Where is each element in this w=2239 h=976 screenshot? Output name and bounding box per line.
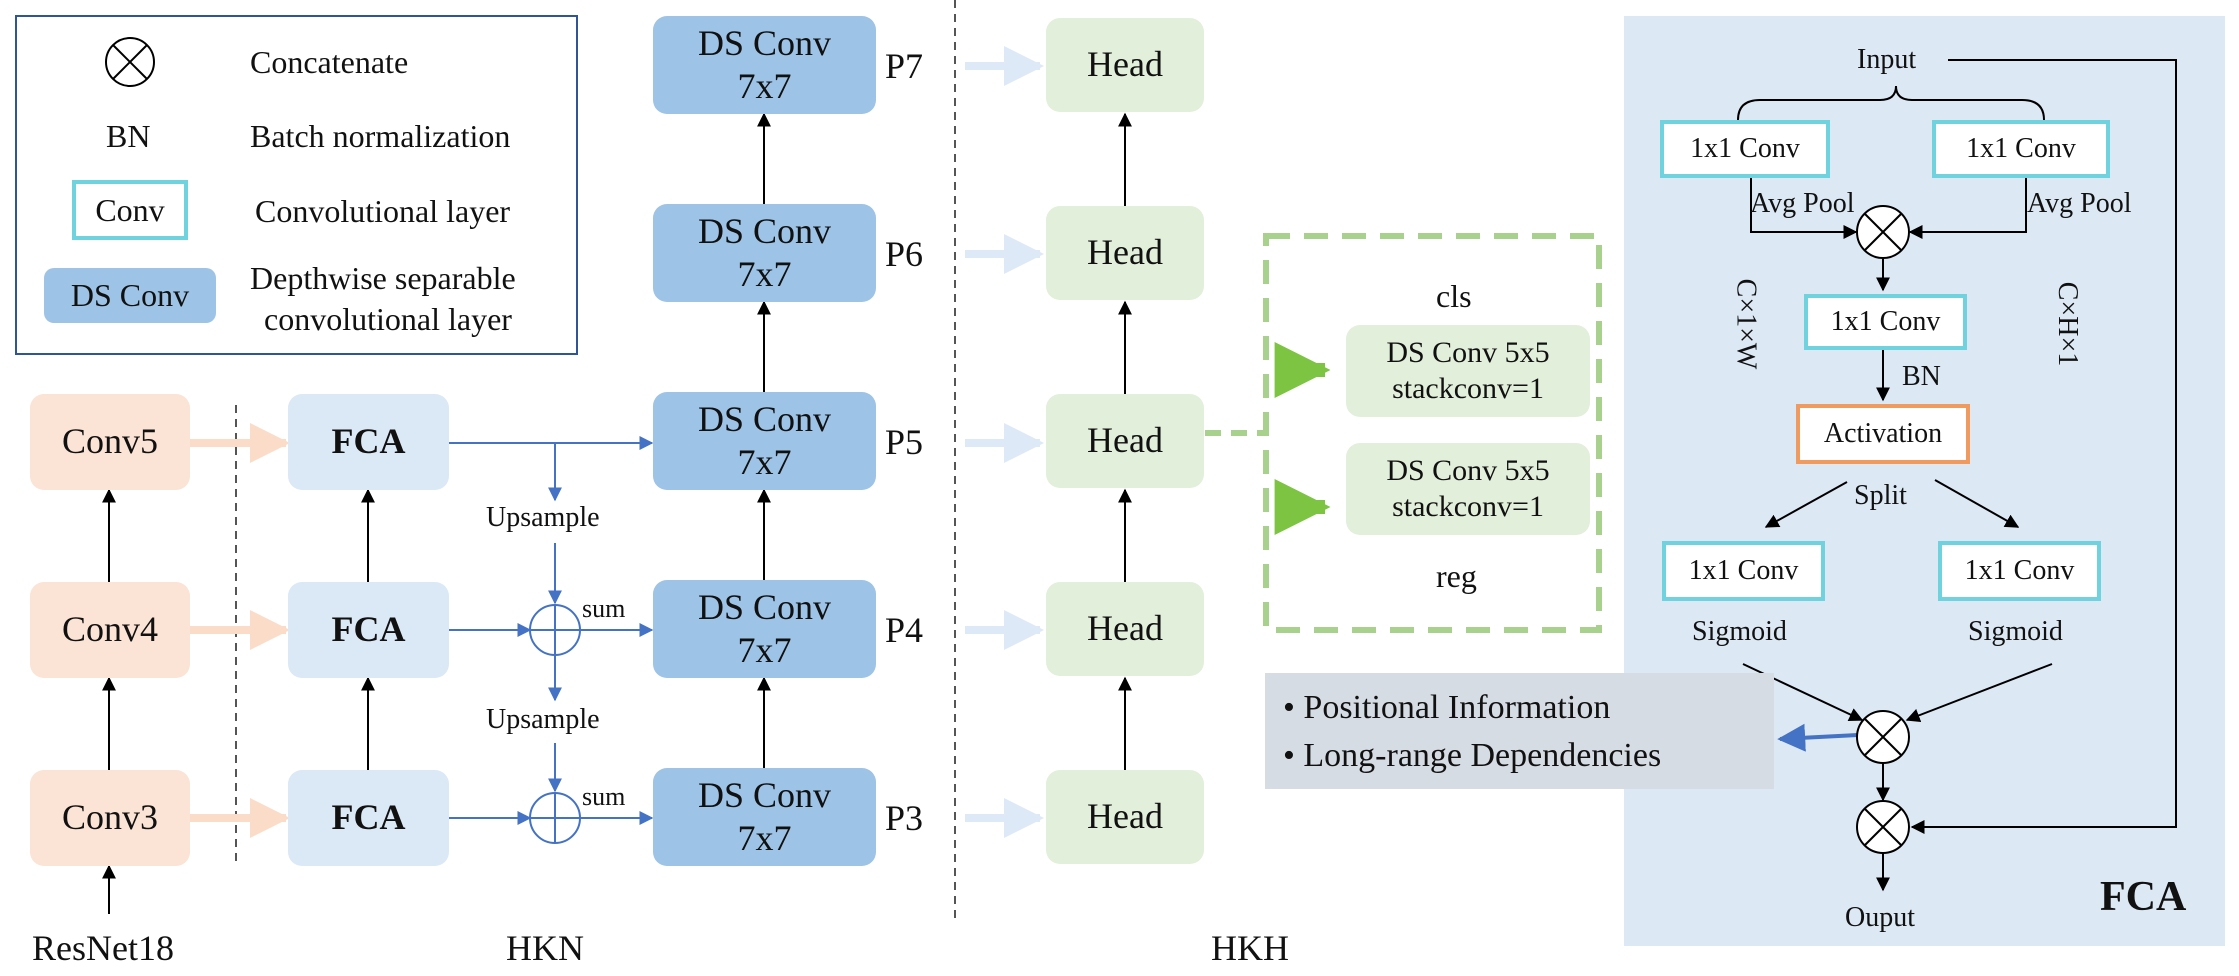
- sum-icon: [529, 792, 581, 844]
- sigmoid-left: Sigmoid: [1692, 616, 1787, 647]
- avg-pool-right: Avg Pool: [2027, 188, 2132, 219]
- reg-label: reg: [1436, 558, 1477, 594]
- upsample-label-top: Upsample: [486, 502, 600, 533]
- level-p3: P3: [885, 798, 924, 838]
- level-p6: P6: [885, 234, 924, 274]
- sum-label-bottom: sum: [582, 782, 626, 811]
- head-detail-connector: [1205, 418, 1269, 436]
- fca-input-label: Input: [1857, 44, 1917, 75]
- legend-symbol-bn: BN: [106, 118, 151, 154]
- fca-block-mid: FCA: [288, 582, 449, 678]
- fca-module-title: FCA: [2100, 874, 2187, 920]
- fca-conv-bottom-left: 1x1 Conv: [1662, 541, 1825, 601]
- head-p5: Head: [1046, 394, 1204, 488]
- head-p6: Head: [1046, 206, 1204, 300]
- legend-desc-ds-line1: Depthwise separable: [250, 260, 516, 296]
- backbone-conv4: Conv4: [30, 582, 190, 678]
- backbone-conv5: Conv5: [30, 394, 190, 490]
- feedback-arrow: [1777, 723, 1859, 752]
- info-box: • Positional Information • Long-range De…: [1265, 673, 1774, 789]
- legend-desc-bn: Batch normalization: [250, 118, 511, 154]
- legend-border: [15, 15, 578, 355]
- fca-output-label: Ouput: [1845, 902, 1915, 933]
- level-p5: P5: [885, 422, 924, 462]
- concat-icon: [1856, 800, 1910, 854]
- sum-icon: [529, 604, 581, 656]
- dim-right: C×H×1: [2052, 281, 2084, 367]
- dim-left: C×1×W: [1730, 278, 1762, 370]
- fca-bn-label: BN: [1902, 361, 1941, 392]
- info-item-long-range: • Long-range Dependencies: [1283, 737, 1662, 774]
- info-item-positional: • Positional Information: [1283, 689, 1611, 726]
- hkn-label: HKN: [506, 928, 584, 968]
- fca-conv-right: 1x1 Conv: [1932, 120, 2110, 178]
- level-p7: P7: [885, 46, 924, 86]
- fca-split-label: Split: [1854, 480, 1907, 511]
- head-detail-frame: [1263, 233, 1602, 633]
- head-p4: Head: [1046, 582, 1204, 676]
- fca-conv-bottom-right: 1x1 Conv: [1938, 541, 2101, 601]
- level-p4: P4: [885, 610, 924, 650]
- backbone-label: ResNet18: [32, 928, 174, 968]
- legend-ds-conv-swatch: DS Conv: [44, 268, 216, 323]
- fca-block-top: FCA: [288, 394, 449, 490]
- head-p3: Head: [1046, 770, 1204, 864]
- backbone-conv3: Conv3: [30, 770, 190, 866]
- concat-icon: [1856, 710, 1910, 764]
- legend-conv-swatch: Conv: [72, 180, 188, 240]
- legend-desc-conv: Convolutional layer: [255, 193, 511, 229]
- legend-desc-concatenate: Concatenate: [250, 44, 409, 80]
- legend-desc-ds-line2: convolutional layer: [264, 301, 512, 337]
- fca-conv-mid: 1x1 Conv: [1804, 294, 1967, 350]
- sum-label-top: sum: [582, 594, 626, 623]
- fca-activation: Activation: [1796, 404, 1970, 464]
- fca-conv-left: 1x1 Conv: [1660, 120, 1830, 178]
- concat-icon: [1856, 205, 1910, 259]
- concatenate-icon: [105, 37, 155, 87]
- input-brace: [1737, 85, 2045, 121]
- upsample-label-bottom: Upsample: [486, 704, 600, 735]
- fca-block-bottom: FCA: [288, 770, 449, 866]
- cls-label: cls: [1436, 278, 1472, 314]
- sigmoid-right: Sigmoid: [1968, 616, 2063, 647]
- hkh-label: HKH: [1211, 928, 1289, 968]
- avg-pool-left: Avg Pool: [1750, 188, 1855, 219]
- head-p7: Head: [1046, 18, 1204, 112]
